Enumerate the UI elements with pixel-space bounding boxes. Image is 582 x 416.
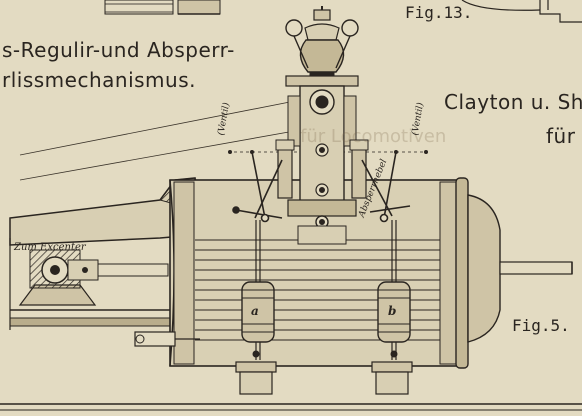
spring-b-label: b: [388, 304, 397, 318]
linkage-arms: [232, 151, 411, 223]
top-column-fragment: [104, 0, 221, 15]
spring-a: [241, 281, 275, 343]
central-column: [287, 85, 357, 245]
faint-bleed-text: für Locomotiven: [300, 126, 447, 147]
governor: [285, 6, 359, 87]
bottom-brackets: [235, 350, 413, 395]
heading-line1: s-Regulir-und Absperr-: [2, 38, 235, 62]
eccentric-mechanism: [18, 249, 169, 306]
fur-label: für: [546, 124, 576, 148]
clayton-label: Clayton u. Shu: [444, 90, 582, 114]
main-cylinder: [169, 177, 469, 369]
piston-rod: [467, 194, 573, 343]
top-right-fragment: [461, 0, 582, 23]
fig5-label: Fig.5.: [512, 316, 570, 335]
spring-b: [377, 281, 411, 343]
bottom-pipe: [134, 331, 200, 347]
fig13-label: Fig.13.: [405, 3, 473, 22]
spring-a-label: a: [251, 304, 259, 318]
heading-line2: rlissmechanismus.: [2, 68, 196, 92]
bottom-border: [0, 403, 582, 411]
zum-excenter-label: Zum Excenter: [14, 242, 86, 253]
